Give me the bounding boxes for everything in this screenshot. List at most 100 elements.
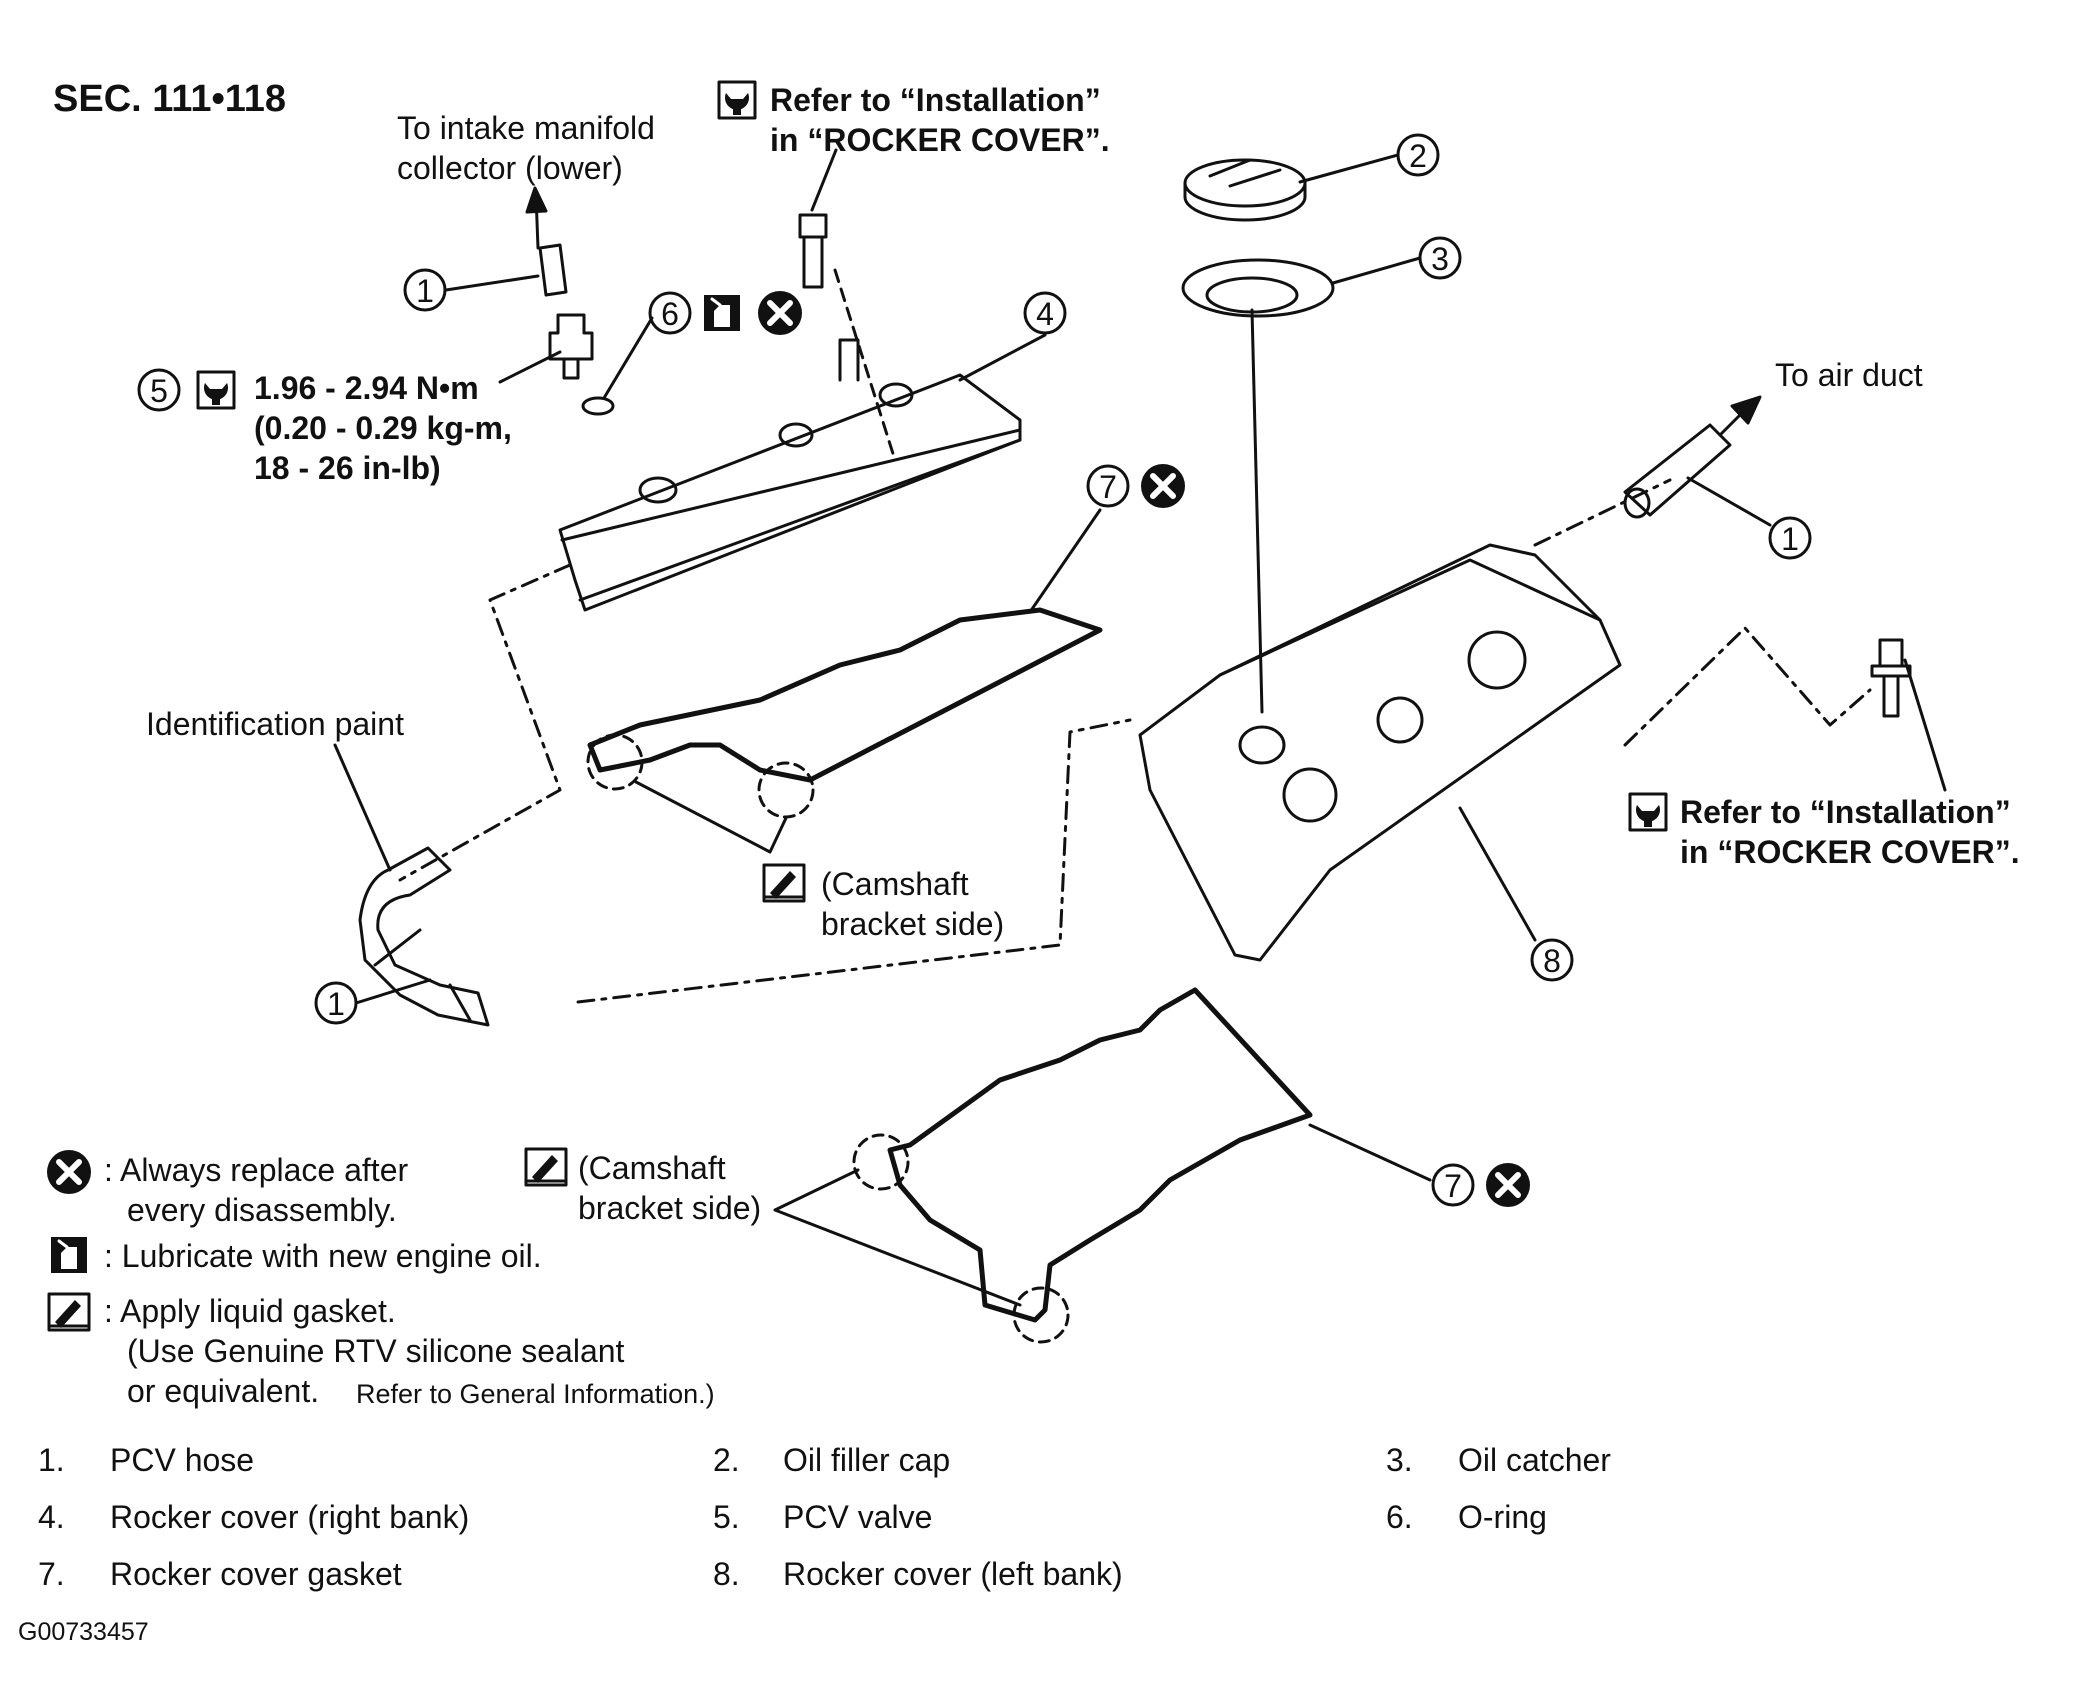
parts-list-name: O-ring (1458, 1499, 1547, 1535)
camshaft-callout-1-line-2: bracket side) (821, 906, 1005, 942)
rocker-cover-left-port-a (1467, 630, 1527, 690)
intake-callout-line-1: To intake manifold (397, 110, 655, 146)
legend-gasket-line-3: or equivalent. (127, 1373, 320, 1409)
torque-wrench-icon (717, 80, 757, 120)
replace-x-icon (47, 1150, 91, 1194)
rocker-cover-right-bank (558, 373, 1022, 612)
bolt-top-centerline (833, 268, 897, 462)
leader-camshaft-1 (634, 780, 788, 854)
air-duct-arrowhead-icon (1730, 395, 1762, 425)
marker-2: 2 (1396, 133, 1440, 177)
marker-1a: 1 (403, 268, 447, 312)
bolt-top (798, 213, 828, 289)
camshaft-bracket-circle-d (1012, 1286, 1070, 1344)
marker-5: 5 (137, 368, 181, 412)
torque-spec-line-2: (0.20 - 0.29 kg-m, (254, 410, 512, 446)
rocker-cover-right-boss-a (638, 476, 678, 504)
identification-paint-callout: Identification paint (146, 706, 404, 742)
liquid-gasket-icon (762, 863, 806, 903)
oil-catcher-centerline (1250, 308, 1264, 714)
rocker-cover-left-bank (1138, 558, 1622, 962)
svg-text:7: 7 (1444, 1168, 1462, 1204)
bolt-right (1870, 638, 1912, 718)
marker-3: 3 (1418, 236, 1462, 280)
parts-list-num: 6. (1386, 1499, 1413, 1535)
leader-install-right (1903, 658, 1947, 792)
section-label: SEC. 111•118 (53, 78, 287, 120)
leader-1a (444, 274, 540, 292)
legend-gasket-line-2: (Use Genuine RTV silicone sealant (127, 1333, 625, 1369)
o-ring (581, 396, 615, 416)
leader-4 (958, 333, 1047, 382)
oil-can-icon (702, 293, 742, 333)
svg-text:1: 1 (416, 273, 434, 309)
parts-list-name: PCV valve (783, 1499, 933, 1535)
parts-list-num: 2. (713, 1442, 740, 1478)
torque-wrench-icon (1628, 792, 1668, 832)
oil-filler-cap (1183, 158, 1307, 208)
svg-text:1: 1 (1781, 521, 1799, 557)
svg-text:6: 6 (661, 296, 679, 332)
legend-gasket-line-1: : Apply liquid gasket. (104, 1293, 396, 1329)
legend-replace-line-2: every disassembly. (127, 1192, 397, 1228)
marker-8: 8 (1530, 938, 1574, 982)
legend-lubricate: : Lubricate with new engine oil. (104, 1238, 542, 1274)
rocker-cover-left-ridge (1218, 543, 1602, 677)
svg-text:5: 5 (150, 373, 168, 409)
guide-line-bottom (576, 718, 1132, 1004)
liquid-gasket-icon (524, 1147, 568, 1187)
rocker-cover-gasket-lower (887, 987, 1313, 1323)
leader-8 (1458, 806, 1537, 942)
replace-x-icon (1486, 1163, 1530, 1207)
parts-list-num: 8. (713, 1556, 740, 1592)
parts-list-num: 1. (38, 1442, 65, 1478)
guide-line-right (1623, 626, 1872, 747)
torque-spec-line-1: 1.96 - 2.94 N•m (254, 370, 479, 406)
camshaft-bracket-circle-a (586, 733, 644, 791)
parts-list-num: 3. (1386, 1442, 1413, 1478)
leader-7b (1308, 1123, 1432, 1182)
legend-gasket-line-4: Refer to General Information.) (356, 1379, 715, 1409)
parts-list-name: Oil filler cap (783, 1442, 951, 1478)
guide-line-left (398, 563, 572, 882)
rocker-cover-left-port-c (1282, 767, 1338, 823)
svg-text:8: 8 (1543, 943, 1561, 979)
leader-6 (602, 316, 654, 400)
oil-filler-opening (1238, 725, 1286, 765)
leader-install-top (810, 148, 838, 212)
camshaft-bracket-circle-c (852, 1133, 910, 1191)
svg-text:4: 4 (1036, 296, 1054, 332)
guide-line-air-duct (1533, 478, 1672, 547)
install-right-line-1: Refer to “Installation” (1680, 794, 2011, 830)
leader-1b (1686, 476, 1772, 527)
svg-text:3: 3 (1431, 241, 1449, 277)
marker-7a: 7 (1086, 464, 1130, 508)
leader-5 (498, 350, 562, 384)
leader-id-paint (333, 743, 392, 872)
oil-can-icon (49, 1235, 89, 1275)
install-top-line-2: in “ROCKER COVER”. (770, 122, 1110, 158)
leader-3 (1331, 256, 1422, 285)
camshaft-bracket-circle-b (757, 761, 815, 819)
pcv-valve-tip (562, 358, 580, 380)
marker-7b: 7 (1431, 1163, 1475, 1207)
svg-text:2: 2 (1409, 138, 1427, 174)
torque-spec-line-3: 18 - 26 in-lb) (254, 450, 441, 486)
rocker-cover-right-rim (560, 428, 1022, 542)
parts-list-name: Rocker cover gasket (110, 1556, 402, 1592)
replace-x-icon (758, 291, 802, 335)
marker-1b: 1 (1768, 516, 1812, 560)
liquid-gasket-icon (47, 1292, 91, 1332)
marker-4: 4 (1023, 291, 1067, 335)
air-duct-callout: To air duct (1775, 357, 1923, 393)
oil-catcher (1181, 258, 1335, 318)
camshaft-callout-1-line-1: (Camshaft (821, 866, 969, 902)
parts-list-num: 4. (38, 1499, 65, 1535)
marker-1c: 1 (314, 981, 358, 1025)
parts-list-name: Rocker cover (left bank) (783, 1556, 1123, 1592)
intake-arrowhead-icon (525, 186, 548, 214)
parts-list-name: PCV hose (110, 1442, 255, 1478)
leader-camshaft-2 (773, 1168, 1022, 1307)
install-right-line-2: in “ROCKER COVER”. (1680, 834, 2020, 870)
